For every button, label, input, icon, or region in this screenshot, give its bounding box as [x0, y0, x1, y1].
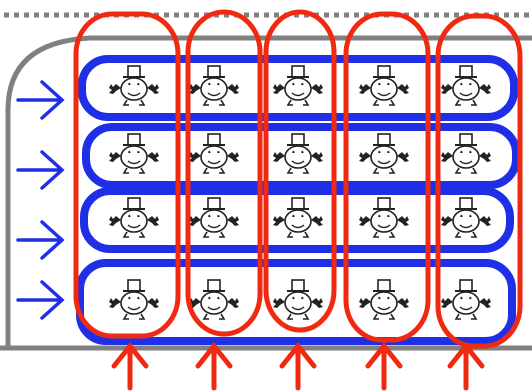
- top-hat-figure-icon: [441, 198, 491, 237]
- right-arrow-icon: [18, 222, 62, 258]
- top-hat-figure-icon: [441, 66, 491, 105]
- top-hat-figure-icon: [359, 280, 409, 319]
- right-arrow-icon: [18, 282, 62, 318]
- top-hat-figure-icon: [109, 280, 159, 319]
- up-arrow-icon: [198, 346, 230, 388]
- right-arrow-icon: [18, 82, 62, 118]
- top-hat-figure-icon: [273, 198, 323, 237]
- top-hat-figure-icon: [273, 134, 323, 173]
- top-hat-figure-icon: [441, 280, 491, 319]
- top-hat-figure-icon: [109, 198, 159, 237]
- top-hat-figure-icon: [359, 66, 409, 105]
- top-hat-figure-icon: [359, 198, 409, 237]
- up-arrow-icon: [282, 346, 314, 388]
- top-hat-figure-icon: [441, 134, 491, 173]
- top-hat-figure-icon: [189, 66, 239, 105]
- top-hat-figure-icon: [189, 280, 239, 319]
- top-hat-figure-icon: [189, 134, 239, 173]
- up-arrow-icon: [450, 346, 482, 388]
- row-arrows: [18, 82, 62, 318]
- top-hat-figure-icon: [273, 66, 323, 105]
- top-hat-figure-icon: [189, 198, 239, 237]
- column-arrows: [114, 346, 482, 388]
- up-arrow-icon: [368, 346, 400, 388]
- top-hat-figure-icon: [359, 134, 409, 173]
- top-hat-figure-icon: [109, 134, 159, 173]
- top-hat-figure-icon: [273, 280, 323, 319]
- up-arrow-icon: [114, 346, 146, 388]
- top-hat-figure-icon: [109, 66, 159, 105]
- right-arrow-icon: [18, 152, 62, 188]
